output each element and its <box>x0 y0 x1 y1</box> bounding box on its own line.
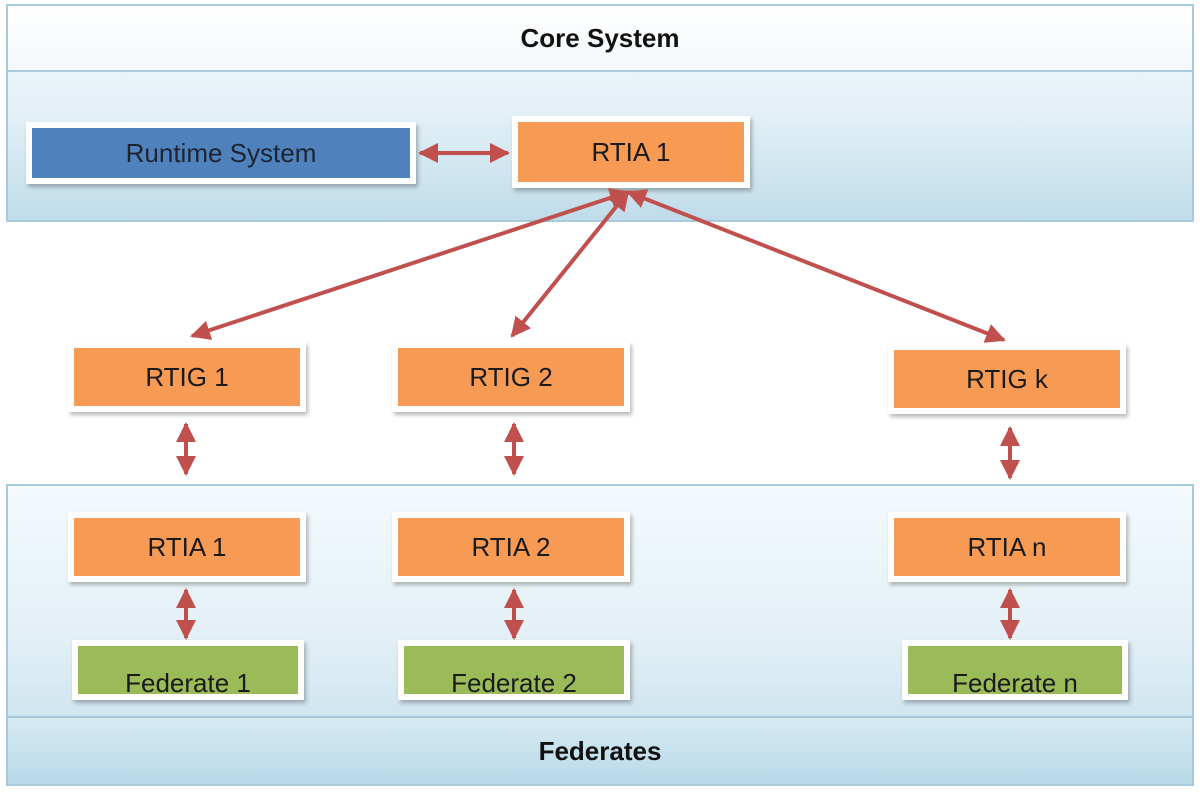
federate-rtia-box-2: RTIA 2 <box>392 512 630 582</box>
federate-box-1: Federate 1 <box>72 640 304 700</box>
rtig-box-k: RTIG k <box>888 344 1126 414</box>
core-system-title: Core System <box>8 6 1192 72</box>
core-rtia-label: RTIA 1 <box>518 122 744 182</box>
arrow-core-rtia-rtig-2 <box>510 190 630 338</box>
runtime-system-label: Runtime System <box>32 128 410 178</box>
rtig-box-1: RTIG 1 <box>68 342 306 412</box>
federate-rtia-label-1: RTIA 1 <box>74 518 300 576</box>
federate-box-n: Federate n <box>902 640 1128 700</box>
federate-label-n: Federate n <box>908 646 1122 694</box>
federate-box-2: Federate 2 <box>398 640 630 700</box>
federate-rtia-label-n: RTIA n <box>894 518 1120 576</box>
federate-rtia-label-2: RTIA 2 <box>398 518 624 576</box>
federate-label-1: Federate 1 <box>78 646 298 694</box>
rtig-label-2: RTIG 2 <box>398 348 624 406</box>
runtime-system-box: Runtime System <box>26 122 416 184</box>
federates-title: Federates <box>8 716 1192 784</box>
federate-rtia-box-1: RTIA 1 <box>68 512 306 582</box>
rtig-label-k: RTIG k <box>894 350 1120 408</box>
arrow-core-rtia-rtig-1 <box>190 188 630 340</box>
arrow-core-rtia-rtig-k <box>626 189 1006 343</box>
rtig-label-1: RTIG 1 <box>74 348 300 406</box>
core-rtia-box: RTIA 1 <box>512 116 750 188</box>
federate-label-2: Federate 2 <box>404 646 624 694</box>
federate-rtia-box-n: RTIA n <box>888 512 1126 582</box>
rtig-box-2: RTIG 2 <box>392 342 630 412</box>
